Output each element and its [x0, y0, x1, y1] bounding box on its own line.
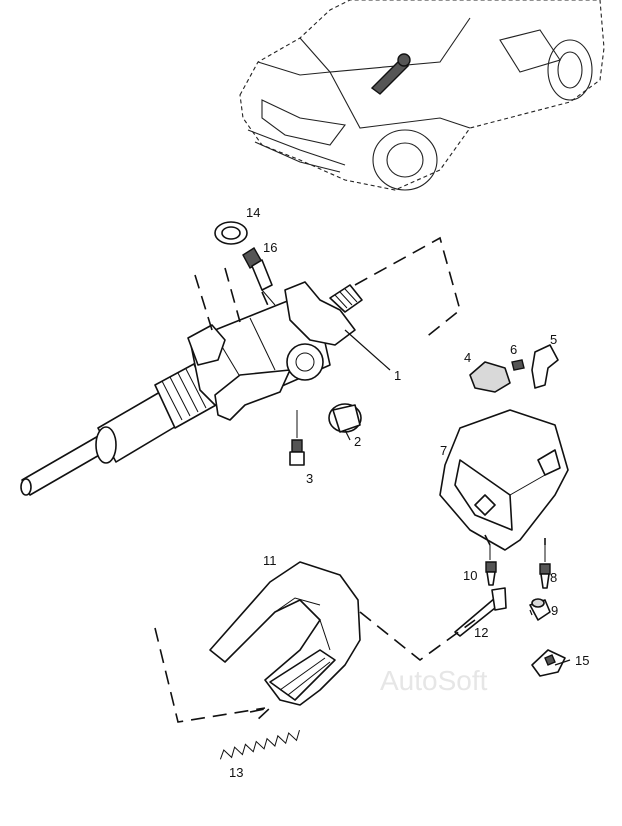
- callout-9: 9: [551, 603, 558, 618]
- part-15-clip: [531, 649, 566, 677]
- part-11-lower-shroud: [209, 561, 361, 706]
- callout-15: 15: [575, 653, 589, 668]
- part-8-screw: [539, 540, 551, 589]
- callout-2: 2: [354, 434, 361, 449]
- part-7-upper-shroud: [439, 409, 569, 551]
- part-16-pin: [242, 247, 276, 306]
- callout-3: 3: [306, 471, 313, 486]
- callout-7: 7: [440, 443, 447, 458]
- part-13-spring: [219, 730, 300, 760]
- callout-14: 14: [246, 205, 260, 220]
- part-4: [469, 361, 511, 393]
- part-3-bolt: [289, 410, 305, 466]
- callout-labels: 1 2 3 4 5 6 7 8 9 10 11 12 13 14 15 16: [229, 205, 589, 780]
- part-2: [328, 403, 362, 433]
- part-9-nut: [529, 598, 551, 621]
- callout-13: 13: [229, 765, 243, 780]
- callout-5: 5: [550, 332, 557, 347]
- part-10-screw: [485, 545, 497, 586]
- part-5: [531, 344, 559, 389]
- callout-12: 12: [474, 625, 488, 640]
- steering-column: [20, 281, 363, 496]
- callout-16: 16: [263, 240, 277, 255]
- callout-8: 8: [550, 570, 557, 585]
- part-6-screw: [511, 359, 525, 371]
- part-14-ring: [214, 221, 248, 245]
- callout-6: 6: [510, 342, 517, 357]
- callout-4: 4: [464, 350, 471, 365]
- callout-1: 1: [394, 368, 401, 383]
- car-illustration: [239, 0, 605, 191]
- callout-11: 11: [263, 553, 277, 568]
- watermark: AutoSoft: [380, 665, 488, 696]
- assembly-lines: [154, 236, 546, 723]
- leader-lines: [344, 329, 571, 666]
- callout-10: 10: [463, 568, 477, 583]
